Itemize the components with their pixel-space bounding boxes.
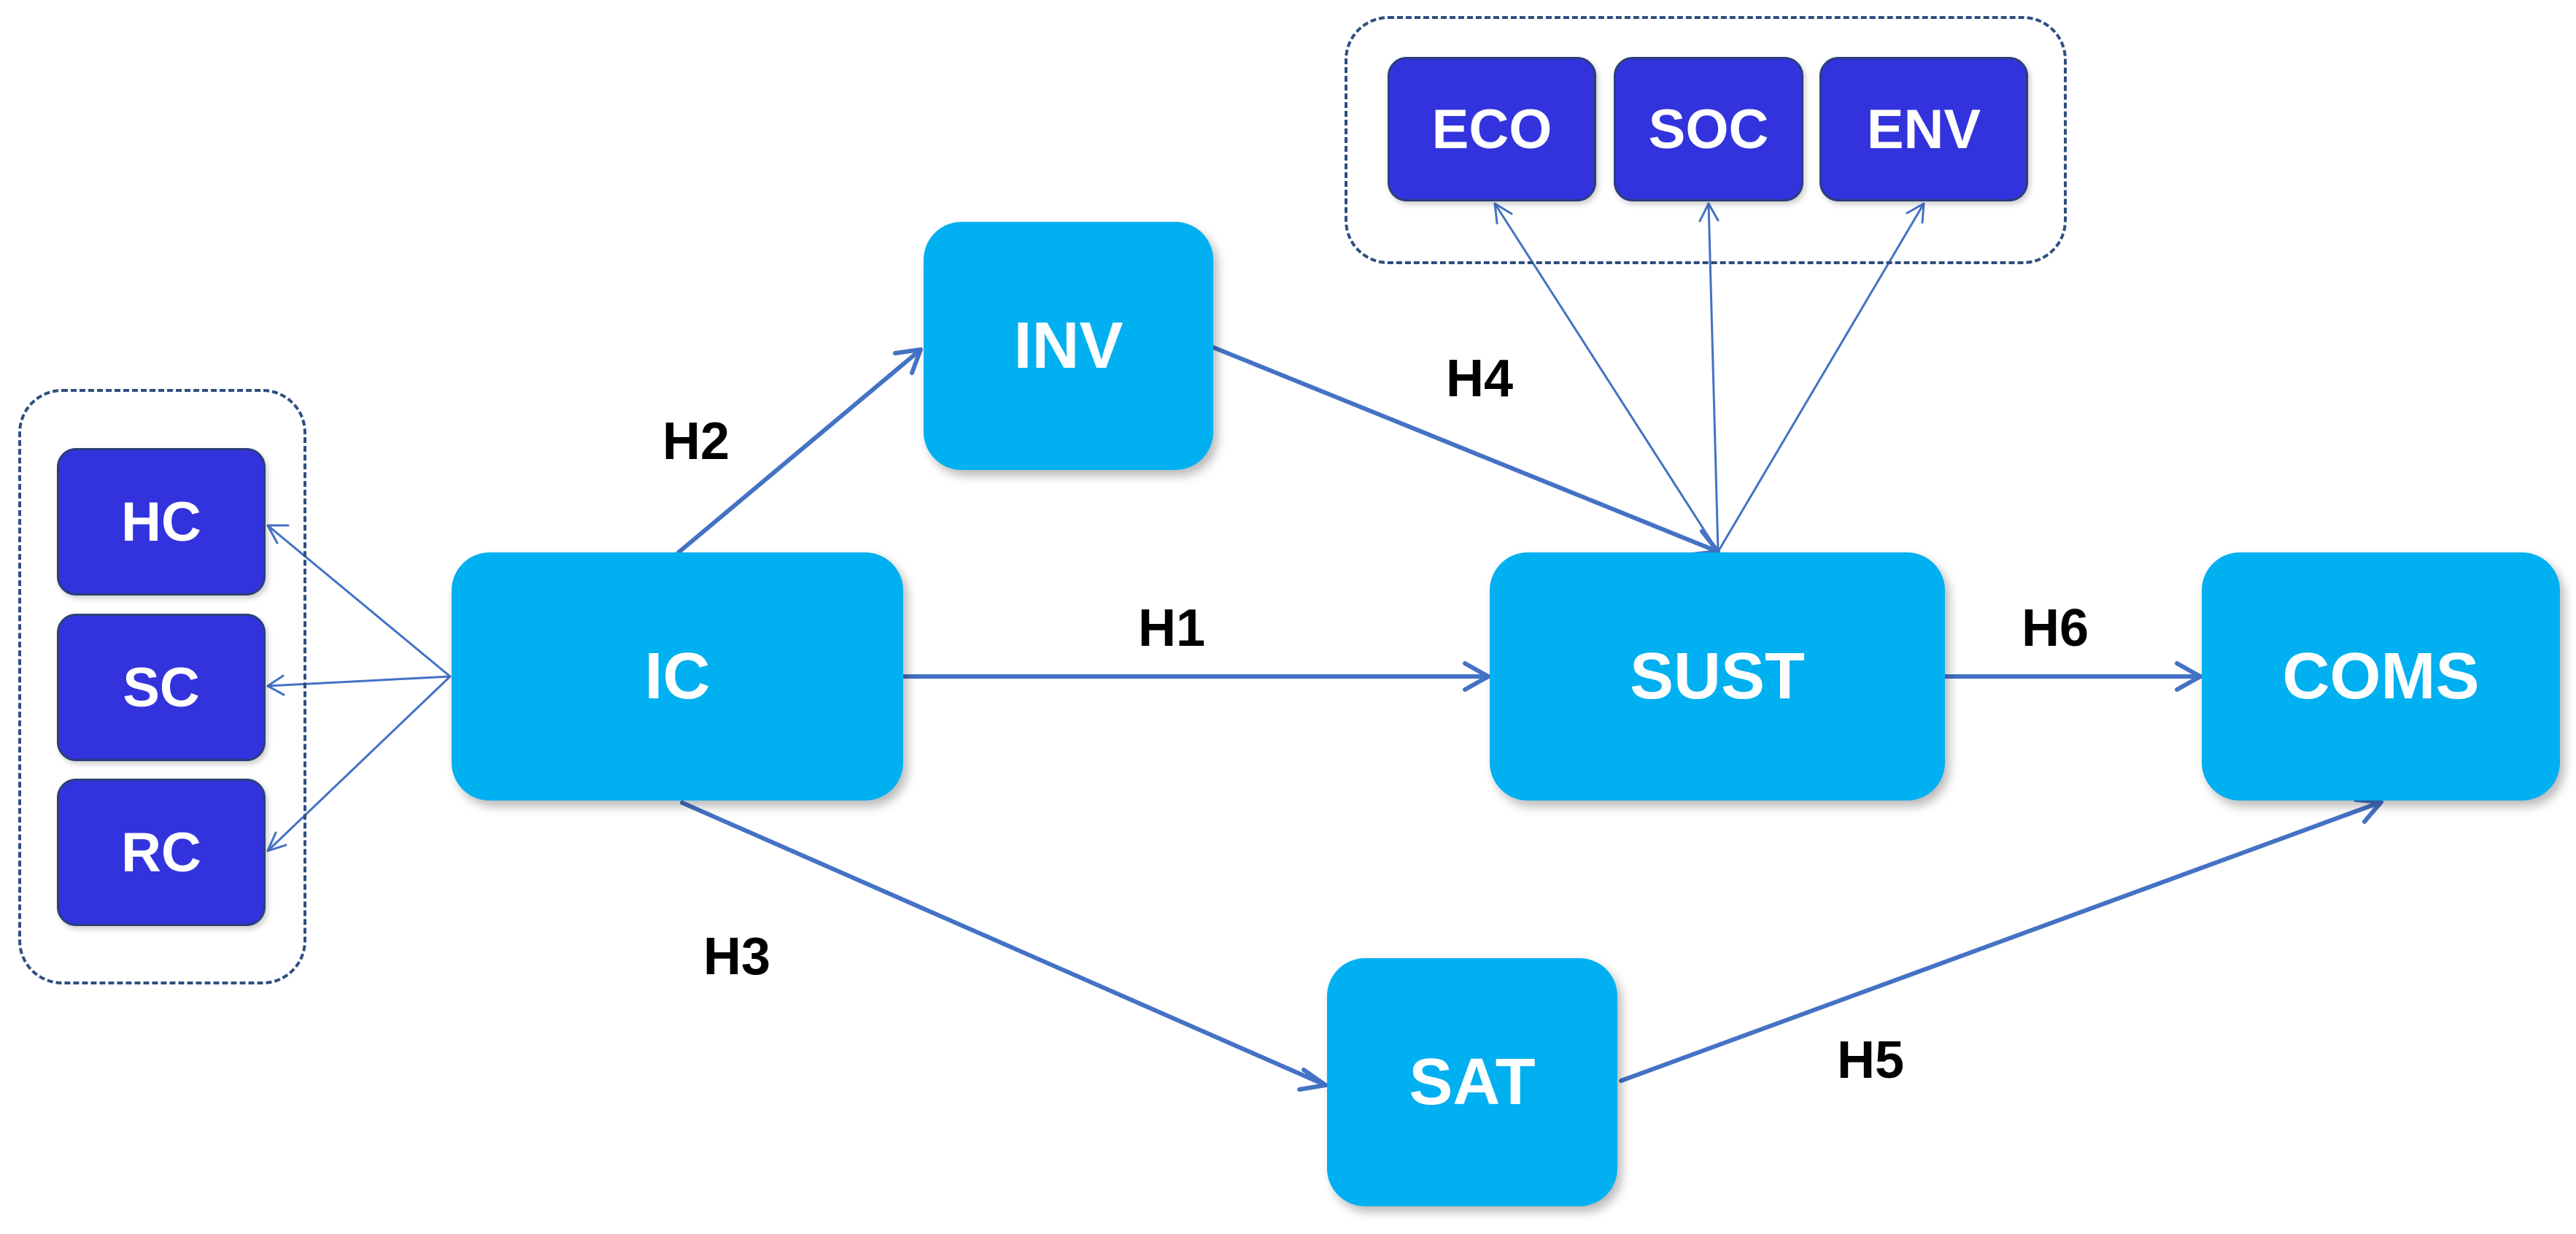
arrowhead-rc bbox=[266, 831, 287, 852]
arrow-h5-sat-coms bbox=[1619, 800, 2383, 1083]
arrowhead-soc bbox=[1698, 202, 1720, 223]
node-hc: HC bbox=[57, 448, 266, 595]
arrow-h2-ic-inv bbox=[676, 347, 923, 555]
label-h1: H1 bbox=[1138, 599, 1206, 658]
node-env: ENV bbox=[1819, 57, 2028, 201]
arrow-ic-rc bbox=[266, 675, 452, 852]
node-ic: IC bbox=[452, 552, 903, 801]
arrow-ic-sc bbox=[266, 675, 452, 687]
arrowhead-sust-left bbox=[1463, 661, 1490, 692]
node-inv: INV bbox=[924, 222, 1213, 470]
arrowhead-inv bbox=[893, 347, 923, 375]
arrowhead-sat bbox=[1297, 1068, 1328, 1092]
arrowhead-env bbox=[1906, 202, 1925, 224]
node-sust: SUST bbox=[1490, 552, 1945, 801]
label-h3: H3 bbox=[703, 928, 771, 986]
arrow-ic-hc bbox=[266, 524, 452, 678]
arrowhead-hc bbox=[266, 524, 290, 544]
arrowhead-coms-bottom bbox=[2353, 798, 2383, 824]
node-sat: SAT bbox=[1327, 958, 1617, 1206]
label-h4: H4 bbox=[1446, 350, 1514, 408]
node-soc: SOC bbox=[1614, 57, 1803, 201]
arrowhead-sc bbox=[266, 674, 285, 696]
label-h5: H5 bbox=[1837, 1031, 1905, 1090]
node-rc: RC bbox=[57, 779, 266, 926]
node-sc: SC bbox=[57, 614, 266, 761]
arrowhead-coms-left bbox=[2175, 661, 2202, 692]
node-coms: COMS bbox=[2202, 552, 2560, 801]
arrow-h3-ic-sat bbox=[680, 801, 1328, 1087]
node-eco: ECO bbox=[1388, 57, 1596, 201]
ic-dimensions-group bbox=[18, 389, 306, 984]
label-h6: H6 bbox=[2022, 599, 2089, 658]
label-h2: H2 bbox=[662, 412, 730, 471]
arrow-h4-inv-sust bbox=[1211, 345, 1720, 554]
arrowhead-eco bbox=[1493, 202, 1513, 225]
sust-dimensions-group bbox=[1345, 16, 2067, 264]
